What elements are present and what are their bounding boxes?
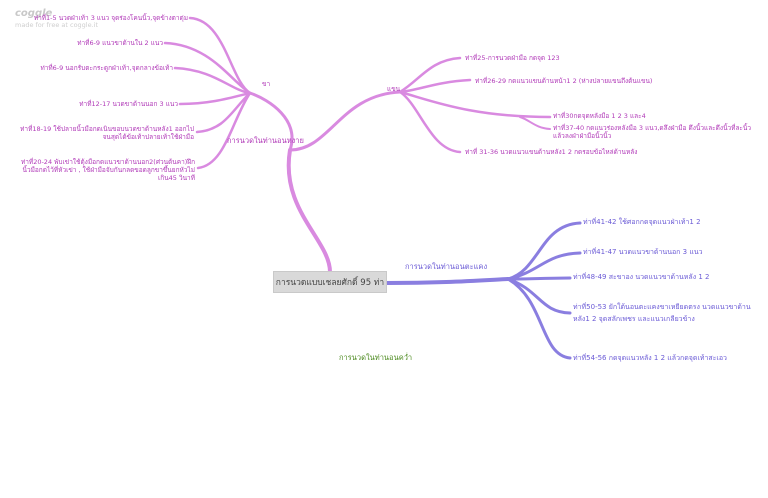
leg-item-6[interactable]: ท่าที่20-24 พับเข่าใช้ตุ้งมือกดแนวขาด้าน…	[20, 158, 195, 182]
connector-side-5	[506, 277, 572, 360]
side-item-2[interactable]: ท่าที่41-47 นวดแนวขาด้านนอก 3 แนว	[583, 248, 703, 256]
side-item-4[interactable]: ท่าที่50-53 ยักใต้นอนตะแคงขาเหยียดตรง นว…	[573, 303, 751, 323]
connector-arm-3	[398, 90, 552, 119]
group-legs[interactable]: ขา	[262, 80, 271, 88]
coggle-logo: coggle	[15, 8, 53, 19]
connector-center-side	[385, 277, 510, 285]
connector-supine-arms	[288, 90, 402, 152]
side-item-3[interactable]: ท่าที่48-49 สะขาอง นวดแนวขาด้านหลัง 1 2	[573, 273, 710, 281]
connector-side-2	[506, 251, 582, 281]
arm-item-4[interactable]: ท่าที่37-40 กดแนวร่องหลังมือ 3 แนว,ดลึงฝ…	[553, 124, 752, 140]
leg-item-4[interactable]: ท่าที่12-17 นวดขาด้านนอก 3 แนว	[79, 100, 178, 108]
branch-prone[interactable]: การนวดในท่านอนคว่ำ	[339, 353, 413, 362]
group-arms[interactable]: แขน	[387, 85, 401, 93]
connector-arm-5	[398, 90, 462, 154]
arm-item-5[interactable]: ท่าที่ 31-36 นวดแนวแขนด้านหลัง1 2 กดรอบข…	[465, 148, 638, 156]
leg-item-2[interactable]: ท่าที่6-9 แนวขาด้านใน 2 แนว	[77, 39, 163, 47]
arm-item-3[interactable]: ท่าที่30กดจุดหลังมือ 1 2 3 และ4	[553, 112, 646, 120]
connector-leg-6	[196, 91, 252, 170]
connector-side-3	[506, 276, 572, 281]
connector-center-supine	[286, 148, 332, 274]
arm-item-2[interactable]: ท่าที่26-29 กดแนวแขนด้านหน้า1 2 (ห่างปลา…	[475, 77, 653, 85]
connector-arm-2	[398, 78, 472, 94]
leg-item-3[interactable]: ท่าที่6-9 นอกรับตะกระดูกฝ่าเท้า,จุดกลางข…	[40, 64, 173, 72]
coggle-tagline: made for free at coggle.it	[15, 21, 99, 29]
connector-leg-1	[188, 16, 252, 95]
connector-arm-4	[519, 116, 551, 130]
connector-side-4	[506, 277, 572, 315]
leg-item-5[interactable]: ท่าที่18-19 ใช้ปลายนิ้วมือกดเนินขอบนวดขา…	[20, 125, 194, 141]
branch-supine[interactable]: การนวดในท่านอนหงาย	[227, 136, 304, 145]
connector-leg-4	[178, 91, 252, 106]
arm-item-1[interactable]: ท่าที่25-การนวดฝ่ามือ กดจุด 123	[465, 54, 560, 62]
connector-supine-legs	[248, 91, 294, 152]
side-item-1[interactable]: ท่าที่41-42 ใช้ศอกกดจุดแนวฝ่าเท้า1 2	[583, 218, 701, 226]
connector-leg-5	[195, 91, 252, 134]
connector-leg-2	[163, 41, 252, 95]
connector-side-1	[506, 221, 582, 281]
connector-leg-3	[173, 66, 252, 95]
leg-item-1[interactable]: ท่าที่1-5 นวดฝ่าเท้า 3 แนว จุดร่องโคนนิ้…	[33, 14, 188, 22]
connector-arm-1	[398, 56, 462, 94]
side-item-5[interactable]: ท่าที่54-56 กดจุดแนวหลัง 1 2 แล้วกดจุดเท…	[573, 354, 727, 362]
branch-side-lying[interactable]: การนวดในท่านอนตะแคง	[405, 262, 488, 271]
center-node[interactable]: การนวดแบบเชลยศักดิ์ 95 ท่า	[273, 271, 387, 293]
